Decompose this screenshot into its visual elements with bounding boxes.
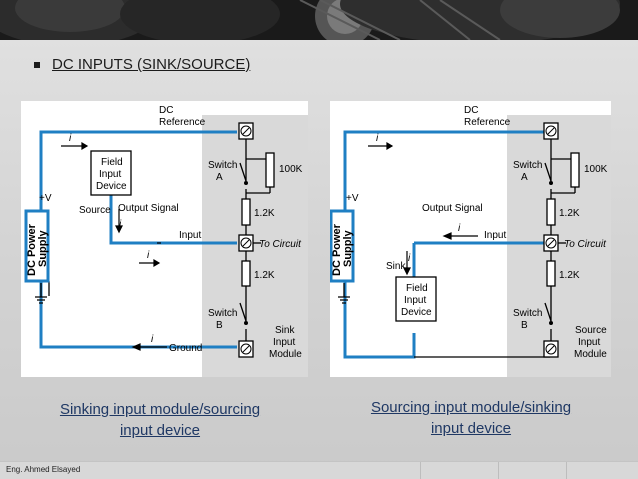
label-switch-b-letter: B — [521, 320, 528, 331]
black-wiring — [35, 139, 271, 341]
label-reference: Reference — [464, 117, 511, 128]
label-to-circuit: To Circuit — [259, 239, 302, 250]
terminal-icon — [238, 340, 254, 358]
label-current: i — [147, 250, 150, 261]
label-plus-v: +V — [346, 193, 359, 204]
label-100k: 100K — [584, 164, 608, 175]
caption-line: input device — [119, 422, 201, 439]
label-switch-a: Switch — [513, 160, 542, 171]
resistor-1k2-icon — [241, 198, 251, 226]
header-banner — [0, 0, 638, 40]
label-module-type: Sink — [275, 325, 295, 336]
label-plus-v: +V — [39, 193, 52, 204]
label-1k2-lower: 1.2K — [254, 270, 275, 281]
label-input-terminal: Input — [484, 230, 506, 241]
label-dc-power: DC Power — [331, 223, 343, 276]
label-switch-b: Switch — [208, 308, 237, 319]
label-field: Field — [101, 157, 123, 168]
terminal-icon — [238, 234, 254, 252]
caption-line: Sourcing input module/sinking — [370, 399, 572, 416]
power-supply-box — [24, 209, 50, 283]
terminal-icon — [543, 340, 559, 358]
field-device-box — [395, 276, 437, 322]
caption-line: input device — [430, 420, 512, 437]
label-current: i — [69, 133, 72, 144]
label-1k2-upper: 1.2K — [559, 208, 580, 219]
caption-sinking: Sinking input module/sourcing input devi… — [34, 399, 286, 441]
arrow-icon — [61, 141, 167, 351]
label-current: i — [376, 133, 379, 144]
sourcing-module-diagram: DC Reference Field Input Device Switch A… — [330, 101, 611, 377]
label-switch-b: Switch — [513, 308, 542, 319]
label-ground: Ground — [169, 343, 202, 354]
label-device: Device — [96, 181, 127, 192]
label-switch-b-letter: B — [216, 320, 223, 331]
label-output-signal: Output Signal — [422, 203, 483, 214]
label-switch-a-letter: A — [216, 172, 223, 183]
label-input: Input — [404, 295, 426, 306]
resistor-100k-icon — [570, 152, 580, 188]
banner-texture — [0, 0, 638, 40]
label-sink: Sink — [386, 261, 406, 272]
label-module: Module — [574, 349, 607, 360]
label-input: Input — [99, 169, 121, 180]
footer-author: Eng. Ahmed Elsayed — [6, 465, 81, 474]
label-module-input: Input — [273, 337, 295, 348]
footer-divider — [498, 462, 499, 479]
bullet-icon — [34, 62, 40, 68]
label-current: i — [151, 334, 154, 345]
label-dc-power: DC Power — [26, 223, 38, 276]
label-output-signal: Output Signal — [118, 203, 179, 214]
switch-b-icon — [544, 302, 552, 322]
resistor-1k2-icon — [546, 198, 556, 226]
label-module-type: Source — [575, 325, 607, 336]
power-supply-box — [330, 209, 355, 283]
resistor-1k2-icon — [241, 260, 251, 287]
terminal-icon — [543, 234, 559, 252]
resistor-1k2-icon — [546, 260, 556, 287]
label-1k2-upper: 1.2K — [254, 208, 275, 219]
label-module-input: Input — [578, 337, 600, 348]
caption-line: Sinking input module/sourcing — [59, 401, 261, 418]
label-input-terminal: Input — [179, 230, 201, 241]
arrow-icon — [368, 141, 478, 276]
footer-divider — [420, 462, 421, 479]
label-switch-a: Switch — [208, 160, 237, 171]
black-wiring — [338, 139, 576, 358]
label-switch-a-letter: A — [521, 172, 528, 183]
blue-wiring — [343, 130, 544, 359]
terminal-icon — [543, 122, 559, 140]
label-supply: Supply — [37, 229, 49, 267]
sinking-module-diagram: DC Reference Field Input Device Switch A… — [21, 101, 308, 377]
terminal-icon — [238, 122, 254, 140]
label-field: Field — [406, 283, 428, 294]
footer-bar: Eng. Ahmed Elsayed — [0, 461, 638, 479]
slide-title: DC INPUTS (SINK/SOURCE) — [52, 56, 251, 73]
label-dc: DC — [464, 105, 478, 116]
switch-a-icon — [544, 162, 552, 182]
label-device: Device — [401, 307, 432, 318]
switch-b-icon — [239, 302, 247, 322]
label-reference: Reference — [159, 117, 206, 128]
label-current: i — [119, 219, 122, 230]
label-100k: 100K — [279, 164, 303, 175]
footer-divider — [566, 462, 567, 479]
label-dc: DC — [159, 105, 173, 116]
label-to-circuit: To Circuit — [564, 239, 607, 250]
label-current: i — [458, 223, 461, 234]
caption-sourcing: Sourcing input module/sinking input devi… — [340, 397, 602, 439]
label-current: i — [408, 253, 411, 264]
label-module: Module — [269, 349, 302, 360]
resistor-100k-icon — [265, 152, 275, 188]
label-supply: Supply — [342, 229, 354, 267]
label-source: Source — [79, 205, 111, 216]
label-1k2-lower: 1.2K — [559, 270, 580, 281]
switch-a-icon — [239, 162, 247, 182]
field-device-box — [90, 150, 132, 196]
